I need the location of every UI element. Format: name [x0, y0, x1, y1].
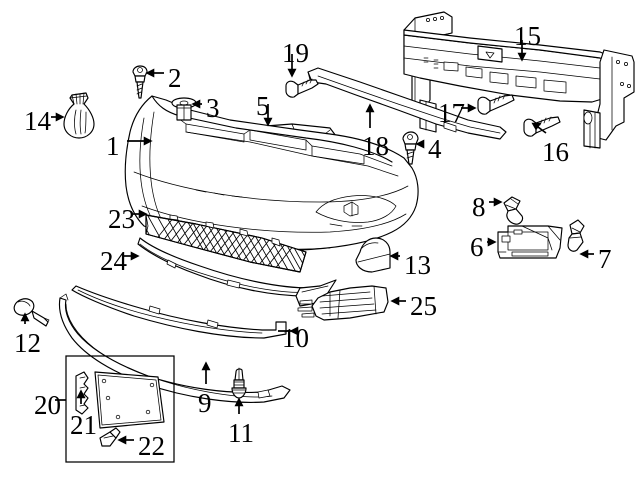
part-license-plate[interactable] — [94, 371, 165, 429]
part-bumper-reinforcement-beam[interactable] — [403, 11, 635, 149]
part-upper-bumper-filler[interactable] — [307, 67, 507, 140]
license-plate-group-box — [65, 355, 175, 463]
callout-21[interactable]: 21 — [70, 410, 97, 440]
callout-20[interactable]: 20 — [34, 390, 61, 420]
part-front-bumper-cover[interactable] — [124, 95, 419, 251]
part-tow-eye-plug[interactable] — [63, 92, 95, 139]
callout-15[interactable]: 15 — [514, 21, 541, 51]
callout-22[interactable]: 22 — [138, 431, 165, 461]
callout-24[interactable]: 24 — [100, 246, 127, 276]
callout-16[interactable]: 16 — [542, 137, 569, 167]
part-tow-hook-cover[interactable] — [355, 237, 391, 273]
callout-10[interactable]: 10 — [282, 323, 309, 353]
callout-4[interactable]: 4 — [428, 134, 442, 164]
callout-3[interactable]: 3 — [206, 93, 220, 123]
callout-17[interactable]: 17 — [438, 98, 465, 128]
part-lower-valance-molding[interactable] — [58, 293, 291, 403]
callout-7[interactable]: 7 — [598, 244, 612, 274]
part-tow-eye-cap-left[interactable] — [12, 296, 50, 327]
callout-8[interactable]: 8 — [472, 192, 486, 222]
callout-25[interactable]: 25 — [410, 291, 437, 321]
callout-5[interactable]: 5 — [256, 91, 270, 121]
part-filler-retaining-bolt[interactable] — [285, 78, 319, 98]
callout-18[interactable]: 18 — [362, 131, 389, 161]
part-valance-screw[interactable] — [231, 367, 247, 399]
callout-6[interactable]: 6 — [470, 232, 484, 262]
callout-9[interactable]: 9 — [198, 388, 212, 418]
callout-23[interactable]: 23 — [108, 204, 135, 234]
callout-2[interactable]: 2 — [168, 63, 182, 93]
leader-lines — [20, 40, 594, 445]
callout-14[interactable]: 14 — [24, 106, 51, 136]
part-side-grille-insert[interactable] — [297, 285, 389, 321]
part-reinforcement-bolt-upper[interactable] — [477, 94, 515, 115]
callout-11[interactable]: 11 — [228, 418, 254, 448]
part-upper-filler-bolt[interactable] — [402, 131, 419, 165]
part-bumper-side-bracket[interactable] — [497, 225, 563, 259]
part-side-bracket-bolt[interactable] — [567, 219, 585, 252]
callout-1[interactable]: 1 — [106, 131, 120, 161]
part-reinforcement-bolt-lower[interactable] — [523, 116, 561, 137]
callout-13[interactable]: 13 — [404, 250, 431, 280]
part-side-bracket-stud[interactable] — [503, 196, 524, 225]
part-lower-air-deflector[interactable] — [71, 285, 287, 339]
part-license-plate-screw[interactable] — [99, 427, 121, 447]
part-bumper-cover-screw[interactable] — [132, 65, 148, 99]
callout-19[interactable]: 19 — [282, 38, 309, 68]
callout-12[interactable]: 12 — [14, 328, 41, 358]
